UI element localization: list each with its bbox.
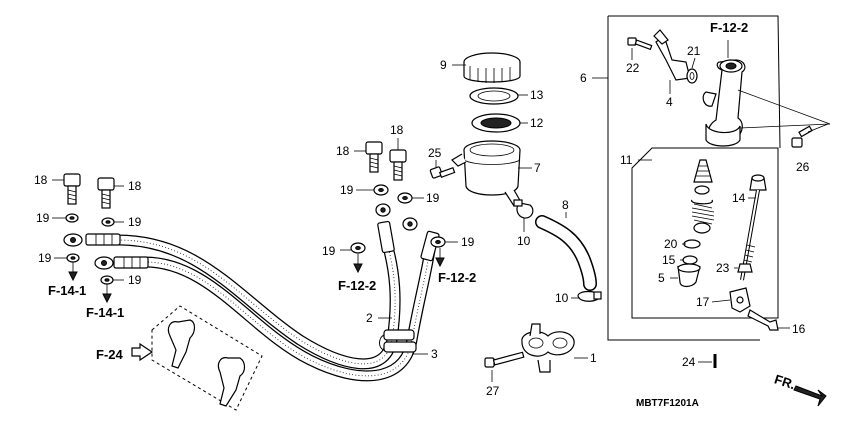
callout-15: 15 (662, 253, 676, 267)
callout-5: 5 (658, 271, 665, 285)
callout-4: 4 (666, 95, 673, 109)
callout-19: 19 (426, 191, 440, 205)
callout-12: 14 (732, 191, 746, 205)
diaphragm-13 (471, 113, 521, 133)
callout-16: 16 (792, 322, 806, 336)
callout-10: 10 (517, 234, 531, 248)
spring-cup-set (682, 159, 715, 265)
hose-clamp-on-hose (379, 329, 417, 353)
callout-19: 19 (36, 211, 50, 225)
hose-clip-10-upper (513, 199, 534, 219)
push-rod-12 (740, 174, 767, 281)
callout-18: 18 (128, 179, 142, 193)
callout-18: 18 (34, 173, 48, 187)
washer-19-left (65, 213, 115, 285)
ref-f-14-1[interactable]: F-14-1 (48, 283, 86, 298)
piston-set-box-11 (631, 147, 779, 319)
bolt-18-mid-a (365, 141, 383, 173)
ref-f-12-2[interactable]: F-12-2 (338, 278, 376, 293)
washer-19-mid (350, 184, 446, 254)
o-ring-21 (686, 68, 698, 84)
leader-lines (52, 40, 831, 382)
ref-f-12-2[interactable]: F-12-2 (710, 20, 748, 35)
callout-18: 18 (336, 144, 350, 158)
bolt-27 (484, 351, 525, 368)
bolt-26 (791, 125, 813, 148)
f-24-arrow (131, 342, 154, 362)
reservoir-7 (451, 140, 523, 207)
callout-19: 19 (38, 251, 52, 265)
front-direction-arrow (793, 385, 827, 407)
callout-19: 19 (322, 244, 336, 258)
callout-14: 13 (530, 88, 544, 102)
callout-11: 11 (620, 153, 633, 167)
callout-17: 17 (696, 295, 710, 309)
front-direction-label: FR. (773, 371, 798, 392)
callout-7: 7 (534, 161, 541, 175)
callout-2: 2 (366, 311, 373, 325)
nut-23 (737, 263, 753, 273)
hose-fitting-upper-left (375, 203, 395, 254)
ref-f-24[interactable]: F-24 (96, 347, 124, 362)
ref-f-14-1[interactable]: F-14-1 (86, 305, 124, 320)
callout-8: 8 (562, 198, 569, 212)
callout-19: 19 (128, 273, 142, 287)
diaphragm-plate-14 (469, 87, 519, 105)
callout-21: 21 (687, 44, 701, 58)
bolt-25 (429, 166, 456, 179)
callout-3: 3 (431, 347, 438, 361)
hose-clip-10-lower (577, 290, 602, 302)
callout-19: 19 (340, 183, 354, 197)
bolt-18-mid-b (389, 149, 407, 181)
f-24-clamp-box (151, 305, 263, 411)
pin-16 (747, 309, 779, 331)
callout-19: 19 (128, 215, 142, 229)
callout-10: 10 (555, 291, 569, 305)
joint-17 (729, 287, 751, 313)
screw-22 (627, 37, 653, 51)
callout-22: 22 (626, 61, 640, 75)
callout-1: 1 (590, 351, 597, 365)
piston-boot-5 (677, 263, 701, 288)
callout-18: 18 (390, 123, 404, 137)
ref-f-12-2[interactable]: F-12-2 (438, 270, 476, 285)
hose-clamp-1 (521, 323, 575, 373)
reservoir-cap-9 (463, 52, 521, 83)
callout-20: 20 (664, 237, 678, 251)
hose-fitting-left-upper (63, 233, 121, 247)
brake-hose-2 (112, 234, 401, 370)
bolt-18-left-a (63, 173, 81, 205)
callout-25: 25 (428, 146, 442, 160)
master-cylinder-body (702, 59, 746, 147)
reservoir-hose-8 (535, 215, 597, 291)
callout-6: 6 (580, 71, 587, 85)
callout-19: 19 (461, 235, 475, 249)
callout-23: 23 (716, 261, 730, 275)
callout-9: 9 (440, 58, 447, 72)
diagram-code: MBT7F1201A (636, 398, 699, 409)
joint-4 (653, 29, 691, 81)
callout-27: 27 (486, 384, 500, 398)
callout-13: 12 (530, 116, 544, 130)
callout-24: 24 (682, 355, 696, 369)
hose-fitting-left-lower (94, 256, 149, 270)
bolt-18-left-b (97, 177, 115, 209)
brake-hose-3 (139, 244, 436, 382)
master-cylinder-box-6 (607, 15, 781, 341)
callout-26: 26 (796, 160, 810, 174)
